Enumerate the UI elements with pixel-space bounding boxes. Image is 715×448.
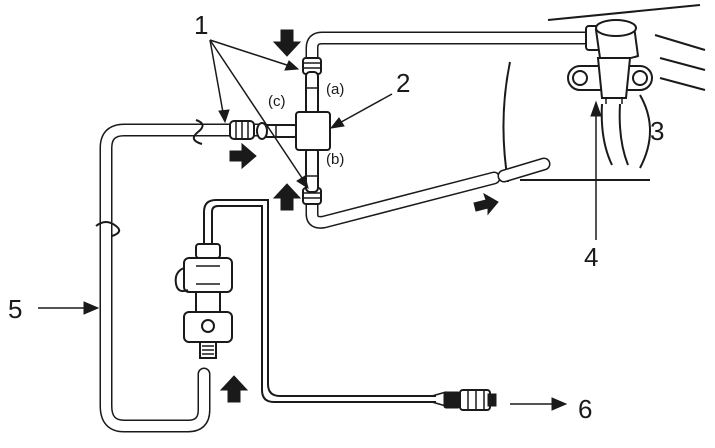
vacuum-hose-a bbox=[305, 31, 597, 69]
pressure-sensor bbox=[567, 19, 653, 104]
sensor-harness bbox=[600, 103, 629, 166]
vacuum-hose-c bbox=[99, 123, 269, 433]
callout-1: 1 bbox=[194, 10, 208, 40]
callout-5: 5 bbox=[8, 294, 22, 324]
leader-arrows bbox=[38, 39, 602, 411]
callout-2: 2 bbox=[396, 68, 410, 98]
vacuum-hose-b bbox=[305, 157, 551, 229]
callout-6: 6 bbox=[578, 394, 592, 424]
engine-body bbox=[502, 4, 706, 183]
wiring-connector bbox=[431, 389, 497, 411]
break-marks bbox=[95, 119, 204, 237]
port-label-a: (a) bbox=[326, 81, 344, 98]
port-label-b: (b) bbox=[326, 151, 344, 168]
solenoid-valve bbox=[174, 199, 436, 403]
three-way-joint bbox=[256, 71, 331, 193]
callout-3: 3 bbox=[650, 116, 664, 146]
hose-clamp-c bbox=[229, 120, 255, 140]
port-label-c: (c) bbox=[268, 93, 286, 110]
flow-arrows bbox=[219, 29, 499, 403]
callout-4: 4 bbox=[584, 242, 598, 272]
